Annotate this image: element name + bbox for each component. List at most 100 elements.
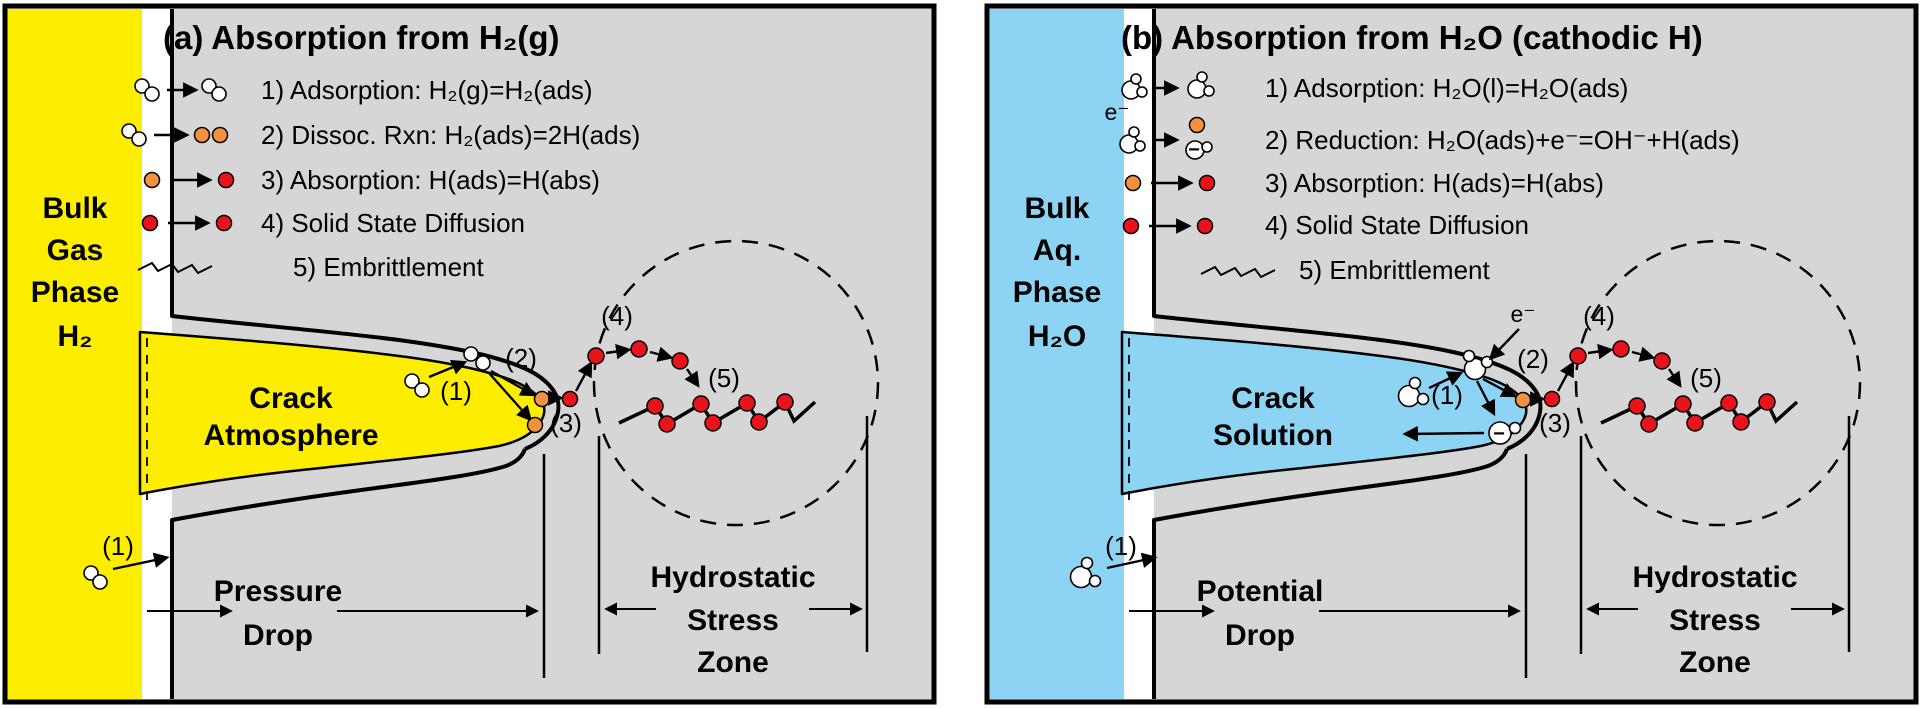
- svg-text:Crack: Crack: [249, 382, 333, 415]
- diffusing-h-3: [1653, 352, 1671, 370]
- diffusion-arrow-3: [649, 346, 674, 362]
- step-2-label: (2): [1517, 344, 1549, 374]
- legend-row-4: 4) Solid State Diffusion: [1265, 210, 1529, 240]
- h-abs-to-h-abs-icon: [141, 214, 233, 232]
- hydroxide-ion: −: [1488, 421, 1522, 445]
- step-4-label: (4): [601, 301, 633, 331]
- svg-text:Phase: Phase: [1013, 276, 1101, 309]
- embrittlement-arrow: [1666, 368, 1682, 388]
- water-to-water-icon: [1121, 71, 1215, 100]
- potential-drop-label: Potential Drop: [1197, 575, 1324, 652]
- reduction-arrow-oh: [1475, 380, 1496, 417]
- embrittlement-arrow: [684, 368, 700, 388]
- upper-crack-surface: [170, 9, 561, 451]
- step-2-label: (2): [505, 343, 537, 373]
- adsorption-arrow: [1428, 371, 1464, 390]
- legend-row-3: 3) Absorption: H(ads)=H(abs): [261, 165, 600, 195]
- svg-text:Solution: Solution: [1213, 419, 1333, 452]
- embrittlement-zigzag-icon: [137, 261, 213, 275]
- diffusing-h-1: [587, 347, 605, 365]
- step-1-mouth-label: (1): [102, 531, 134, 561]
- step-1-label: (1): [440, 376, 472, 406]
- h-abs-atom: [1543, 390, 1561, 408]
- crack-solution-label: Crack Solution: [1213, 382, 1333, 452]
- reduction-arrow-h: [1482, 377, 1518, 398]
- embrittlement-zigzag: [1600, 399, 1799, 427]
- h-abs-to-h-abs-icon: [1122, 217, 1214, 235]
- adsorption-arrow: [428, 359, 468, 379]
- diffusing-h-1: [1569, 347, 1587, 365]
- svg-text:Drop: Drop: [1225, 619, 1295, 652]
- hydrostatic-zone-circle: [592, 239, 880, 527]
- legend-row-1: 1) Adsorption: H₂O(l)=H₂O(ads): [1265, 73, 1628, 103]
- diffusion-arrow-2: [1587, 343, 1614, 360]
- water-electron-to-oh-h-icon: e⁻ −: [1105, 99, 1213, 161]
- embrittlement-zigzag-icon: [1200, 265, 1276, 279]
- svg-text:Hydrostatic: Hydrostatic: [650, 561, 815, 594]
- h-ads-atom-1: [533, 390, 551, 408]
- svg-text:Zone: Zone: [1679, 646, 1751, 679]
- hydrostatic-stress-zone-label: Hydrostatic Stress Zone: [1632, 561, 1797, 679]
- legend-row-5: 5) Embrittlement: [293, 252, 484, 282]
- electron-label: e⁻: [1511, 301, 1536, 327]
- legend-row-5: 5) Embrittlement: [1299, 255, 1490, 285]
- diffusion-arrow-1: [574, 360, 593, 392]
- bulk-aqueous-region: [990, 9, 1124, 699]
- legend-row-1: 1) Adsorption: H₂(g)=H₂(ads): [261, 75, 593, 105]
- electron-arrow: [1488, 328, 1520, 361]
- hydroxide-minus: −: [1493, 423, 1505, 445]
- svg-text:Zone: Zone: [697, 646, 769, 679]
- panel-title: (b) Absorption from H₂O (cathodic H): [1121, 19, 1703, 56]
- svg-text:Stress: Stress: [687, 604, 779, 637]
- svg-text:Phase: Phase: [31, 276, 119, 309]
- step-5-label: (5): [708, 363, 740, 393]
- crack-atmosphere-label: Crack Atmosphere: [203, 382, 378, 452]
- water-molecule-at-mouth: [1069, 556, 1102, 589]
- panel-b-diagram: (b) Absorption from H₂O (cathodic H) 1) …: [984, 3, 1919, 705]
- diffusing-h-3: [671, 352, 689, 370]
- legend-a: (a) Absorption from H₂(g) 1) Adsorption:…: [121, 19, 640, 282]
- embrittlement-h-atoms: [1628, 393, 1776, 433]
- h2-molecule-at-mouth: [83, 565, 108, 590]
- svg-text:H₂: H₂: [58, 320, 93, 353]
- svg-text:Drop: Drop: [243, 619, 313, 652]
- bulk-aqueous-label: Bulk Aq. Phase H₂O: [1013, 192, 1101, 353]
- svg-text:H₂O: H₂O: [1028, 320, 1086, 353]
- svg-text:Aq.: Aq.: [1033, 234, 1081, 267]
- reaction-sequence: (1) (1) e⁻ (2) (3) −: [1069, 301, 1722, 589]
- dimension-annotations: Pressure Drop Hydrostatic Stress Zone: [147, 416, 869, 679]
- svg-text:Crack: Crack: [1231, 382, 1315, 415]
- adsorption-arrow-mouth: [1106, 552, 1158, 570]
- step-3-label: (3): [550, 408, 582, 438]
- embrittlement-h-atoms: [646, 393, 794, 433]
- panel-title: (a) Absorption from H₂(g): [163, 19, 560, 56]
- panel-a-diagram: (a) Absorption from H₂(g) 1) Adsorption:…: [2, 3, 937, 705]
- h-ads-to-h-abs-icon: [143, 171, 235, 189]
- legend-row-4: 4) Solid State Diffusion: [261, 208, 525, 238]
- svg-text:Hydrostatic: Hydrostatic: [1632, 561, 1797, 594]
- dissociation-arrow-2: [488, 372, 533, 422]
- lower-crack-surface: [170, 448, 527, 699]
- dissociation-arrow-1: [490, 369, 537, 397]
- electron-label: e⁻: [1105, 99, 1130, 125]
- embrittlement-zigzag: [618, 399, 817, 427]
- diffusion-arrow-2: [605, 343, 632, 360]
- h2-to-2h-icon: [121, 123, 229, 147]
- hydrostatic-zone-circle: [1574, 239, 1862, 527]
- svg-text:Stress: Stress: [1669, 604, 1761, 637]
- pressure-drop-label: Pressure Drop: [214, 575, 342, 652]
- diffusing-h-2: [630, 340, 648, 358]
- bulk-gas-label: Bulk Gas Phase H₂: [31, 192, 119, 353]
- legend-b: (b) Absorption from H₂O (cathodic H) 1) …: [1105, 19, 1740, 285]
- h-ads-to-h-abs-icon: [1124, 174, 1216, 192]
- h-ads-atom-2: [526, 416, 544, 434]
- water-molecule-free: [1397, 376, 1430, 408]
- h2-molecule-free: [404, 373, 430, 398]
- dimension-annotations: Potential Drop Hydrostatic Stress Zone: [1129, 416, 1851, 679]
- hydroxide-departure-arrow: [1402, 426, 1485, 442]
- svg-text:Bulk: Bulk: [1024, 192, 1089, 225]
- step-1-mouth-label: (1): [1105, 531, 1137, 561]
- h-ads-atom: [1514, 391, 1532, 409]
- bulk-gas-region: [8, 9, 142, 699]
- step-3-label: (3): [1539, 408, 1571, 438]
